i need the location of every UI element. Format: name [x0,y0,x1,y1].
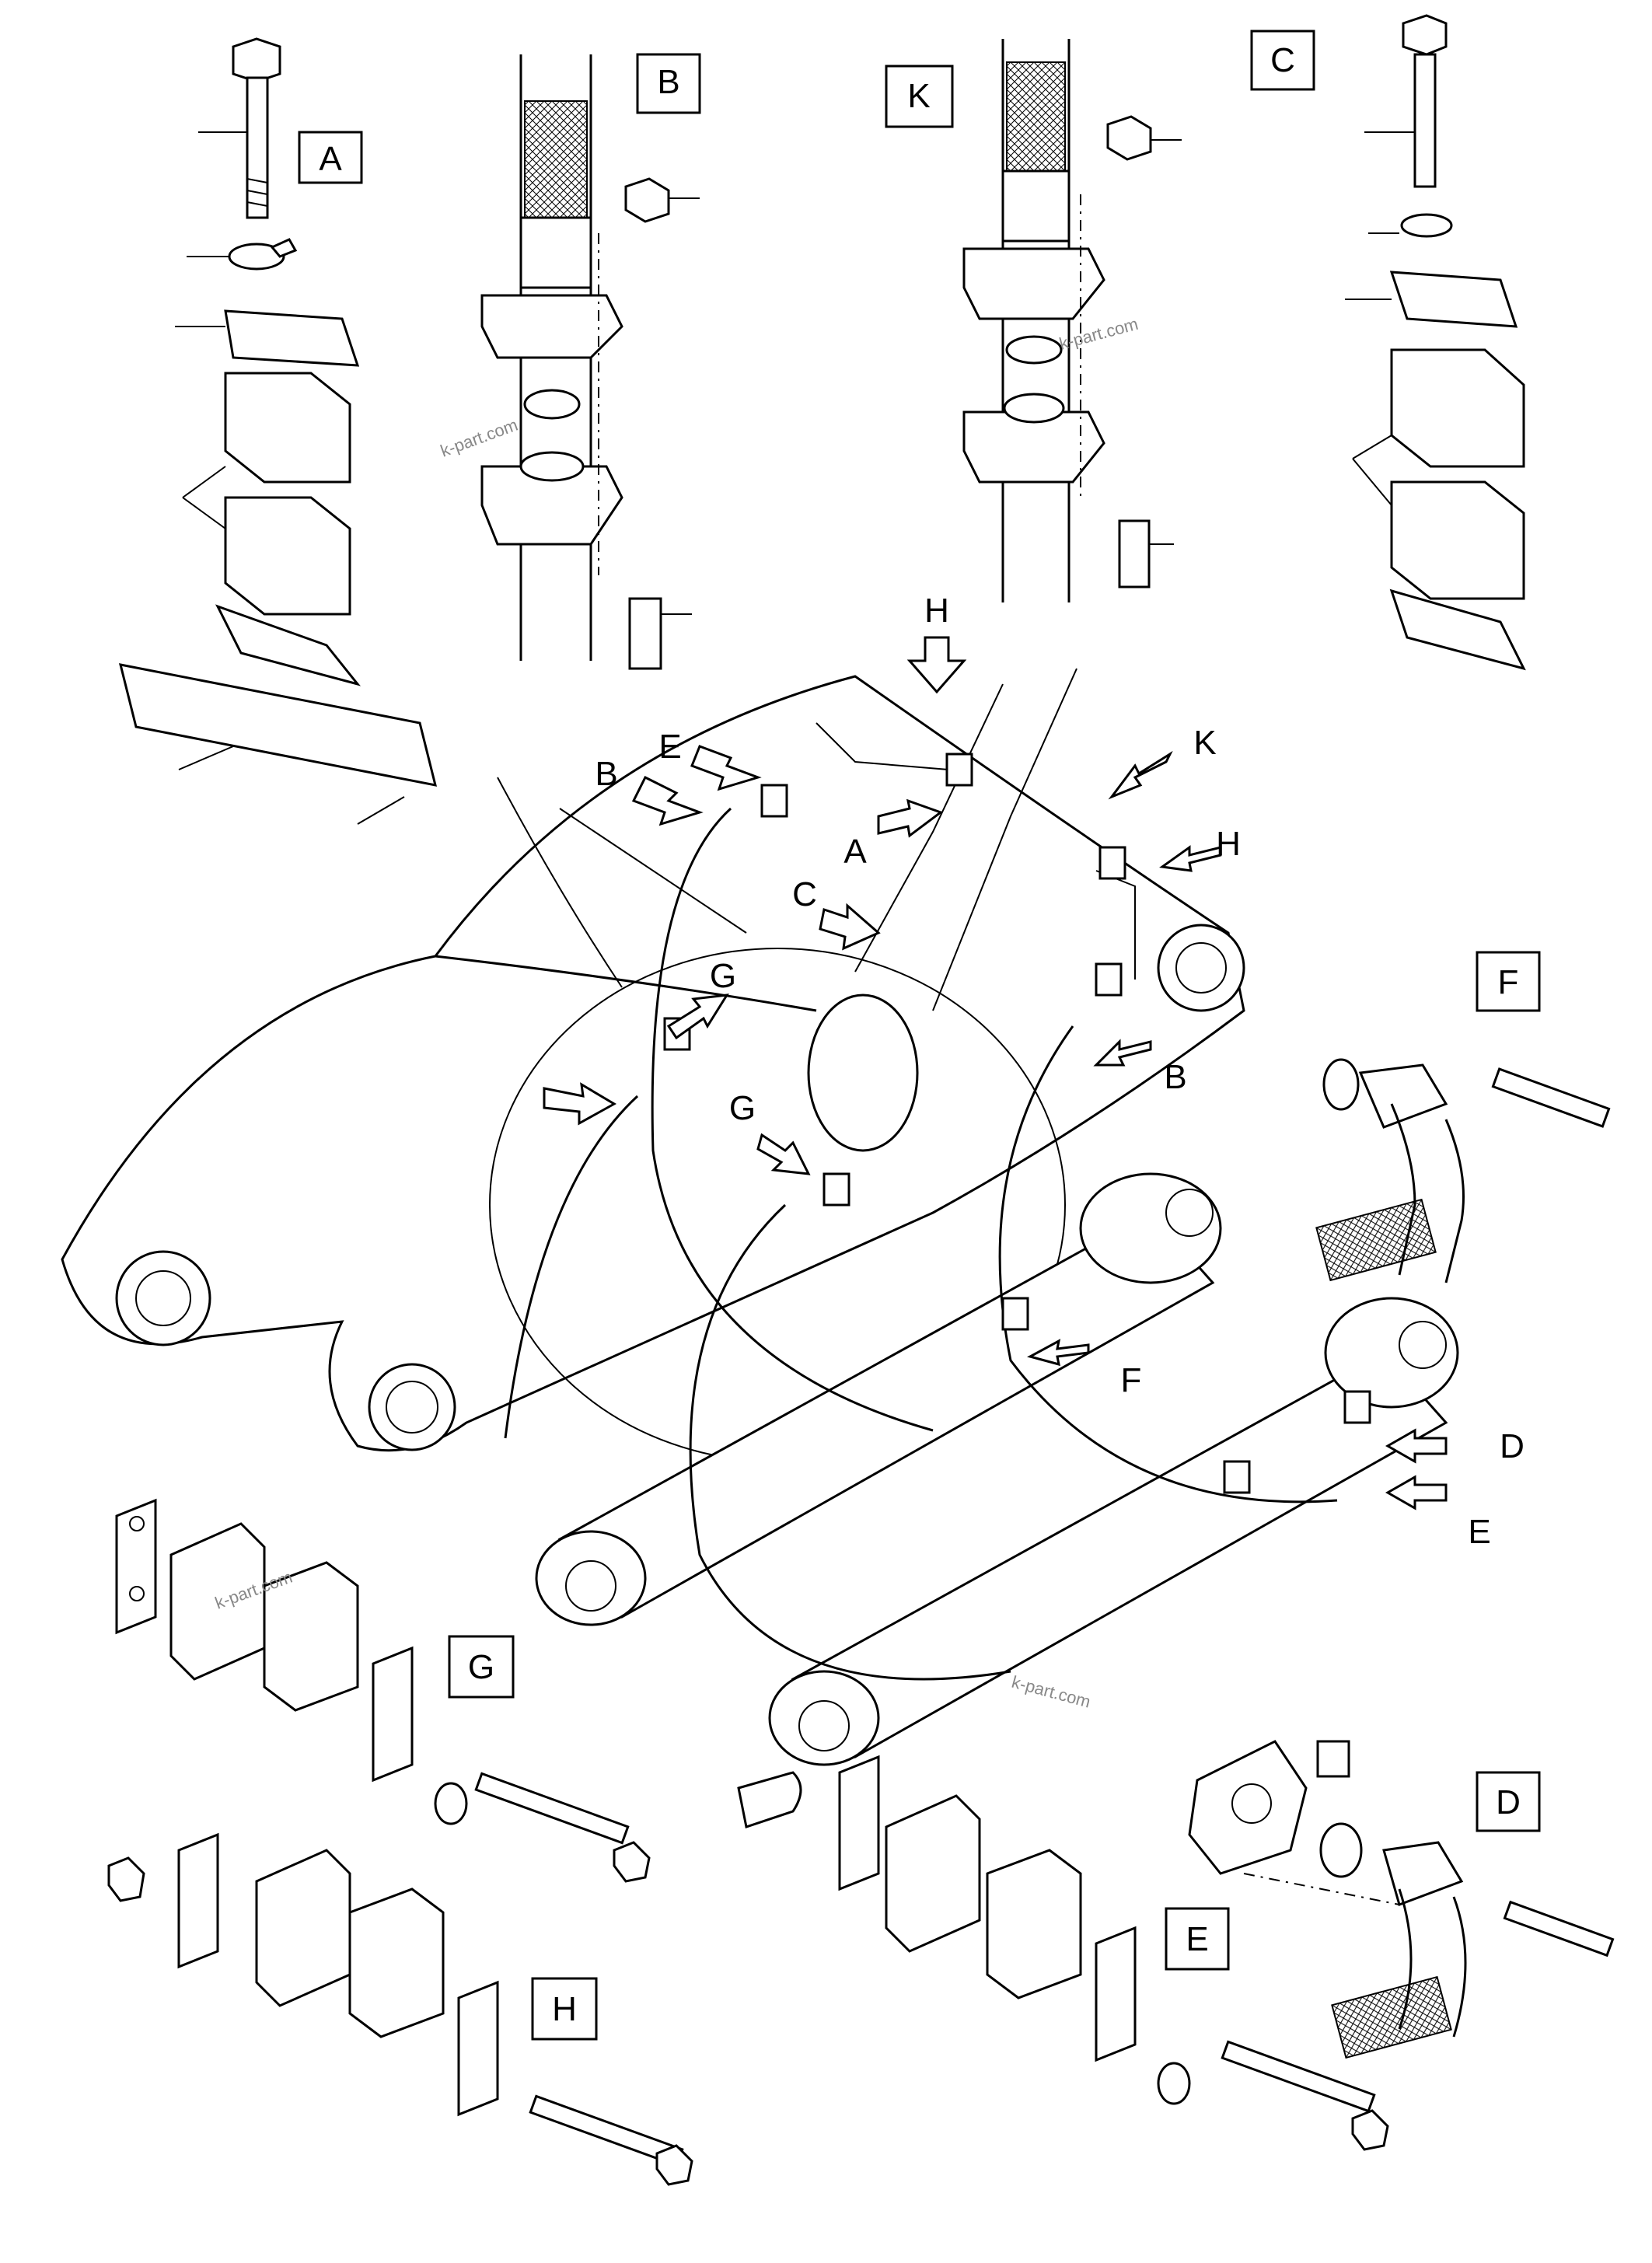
callout-h-top: H [924,592,949,630]
watermark-text: k-part.com [1010,1672,1093,1712]
callout-e-left: E [658,728,681,766]
callout-k-box-label: K [907,77,930,115]
callout-e-main: E [1468,1513,1490,1551]
callout-e-box-label: E [1186,1920,1208,1958]
callout-g-lower: G [729,1089,756,1127]
detail-h-group [107,1832,693,2186]
callout-c-box-label: C [1270,41,1295,79]
callout-h-right: H [1216,825,1241,863]
callout-d-box-label: D [1496,1783,1521,1821]
callout-a-main: A [843,833,867,871]
callout-arrows [543,636,1448,1510]
detail-f-group [1315,951,1611,1283]
detail-c-group [1250,14,1526,671]
callout-k-main: K [1193,724,1216,762]
callout-b-right: B [1164,1058,1186,1096]
callout-labels: A B K C F D G H E H B E A C K H G G B F … [319,41,1525,2028]
detail-d-group [1188,1740,1615,2059]
callout-a-box-label: A [319,140,342,178]
callout-b-left: B [595,755,617,793]
detail-e-group [737,1755,1389,2151]
boom-assembly [61,668,1459,1766]
callout-d-main: D [1500,1427,1525,1465]
watermark-text: k-part.com [438,415,520,461]
detail-a-group [118,37,438,825]
callout-b-box-label: B [657,63,679,101]
callout-g-upper: G [710,957,736,995]
detail-b-group [480,53,701,670]
callout-f-box-label: F [1498,963,1519,1001]
callout-f-main: F [1121,1361,1142,1399]
detail-g-group [115,1498,651,1883]
callout-c-main: C [792,875,817,913]
callout-h-box-label: H [552,1990,577,2028]
callout-g-box-label: G [468,1648,494,1686]
hose-clamp [663,753,1371,1494]
detail-k-group [885,39,1182,602]
